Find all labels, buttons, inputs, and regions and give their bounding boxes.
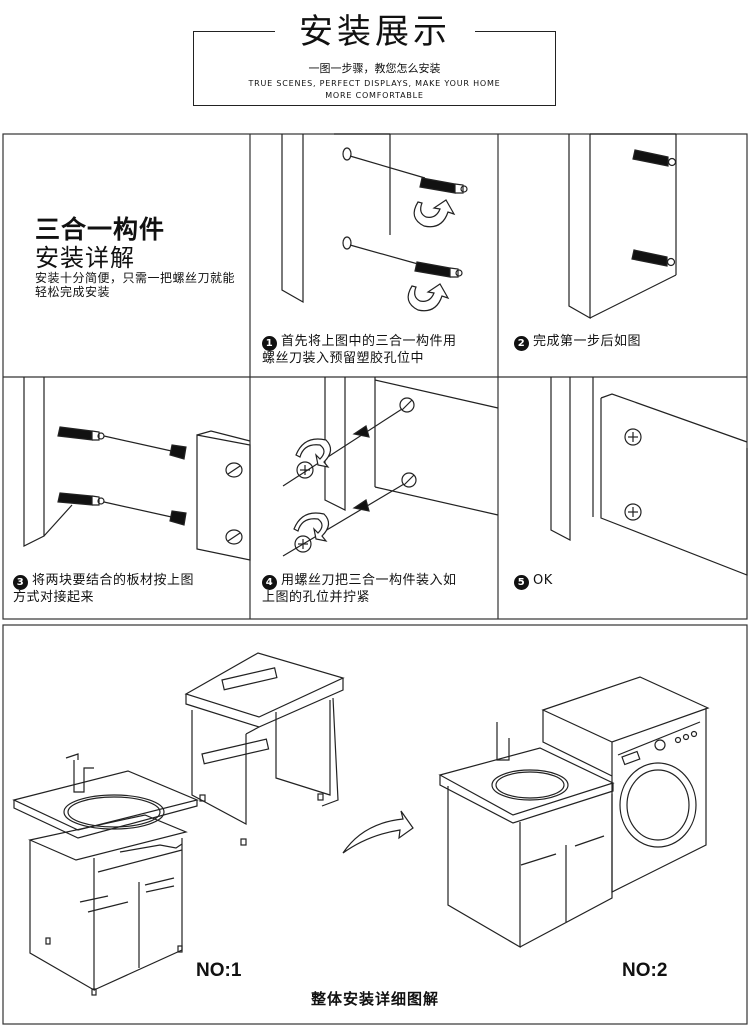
page-title: 安装展示 <box>275 10 475 54</box>
step3-drawing <box>23 377 251 561</box>
screw-head-icon <box>295 438 332 479</box>
step-number-badge: 3 <box>13 575 28 590</box>
rotate-arrow-icon <box>413 199 456 228</box>
three-in-one-connector-icon <box>632 149 677 167</box>
three-in-one-connector-icon <box>419 177 468 194</box>
english-tagline-line2: MORE COMFORTABLE <box>325 91 424 100</box>
assembly-title: 整体安装详细图解 <box>310 990 439 1008</box>
arrow-left-icon <box>169 510 187 526</box>
step-number-badge: 1 <box>262 336 277 351</box>
three-in-one-connector-icon <box>57 426 105 441</box>
arrow-left-icon <box>169 444 187 460</box>
rotate-arrow-icon <box>407 283 450 312</box>
three-in-one-connector-icon <box>414 261 463 278</box>
step-number-badge: 4 <box>262 575 277 590</box>
intro-description: 安装十分简便，只需一把螺丝刀就能轻松完成安装 <box>35 271 236 299</box>
step-number-badge: 2 <box>514 336 529 351</box>
step-number-badge: 5 <box>514 575 529 590</box>
step5-drawing <box>550 377 748 576</box>
english-tagline-line1: TRUE SCENES, PERFECT DISPLAYS, MAKE YOUR… <box>248 79 501 88</box>
step1-drawing <box>281 133 468 312</box>
assembly-label-no2: NO:2 <box>622 960 668 981</box>
step-grid <box>2 133 748 620</box>
arrow-icon <box>352 425 370 438</box>
arrow-icon <box>352 499 370 512</box>
three-in-one-connector-icon <box>57 492 105 506</box>
intro-title: 三合一构件 <box>35 215 166 244</box>
step2-drawing <box>568 133 677 320</box>
cabinet-no1-drawing <box>12 652 345 996</box>
step4-drawing <box>282 377 499 557</box>
next-step-arrow-icon <box>342 810 414 854</box>
assembly-label-no1: NO:1 <box>196 960 242 981</box>
page-subtitle: 一图一步骤，教您怎么安装 <box>308 62 441 75</box>
assembly-frame <box>2 624 748 1025</box>
intro-subtitle: 安装详解 <box>35 244 135 272</box>
cabinet-no2-drawing <box>438 676 710 949</box>
screw-head-icon <box>293 512 330 553</box>
three-in-one-connector-icon <box>631 249 676 267</box>
